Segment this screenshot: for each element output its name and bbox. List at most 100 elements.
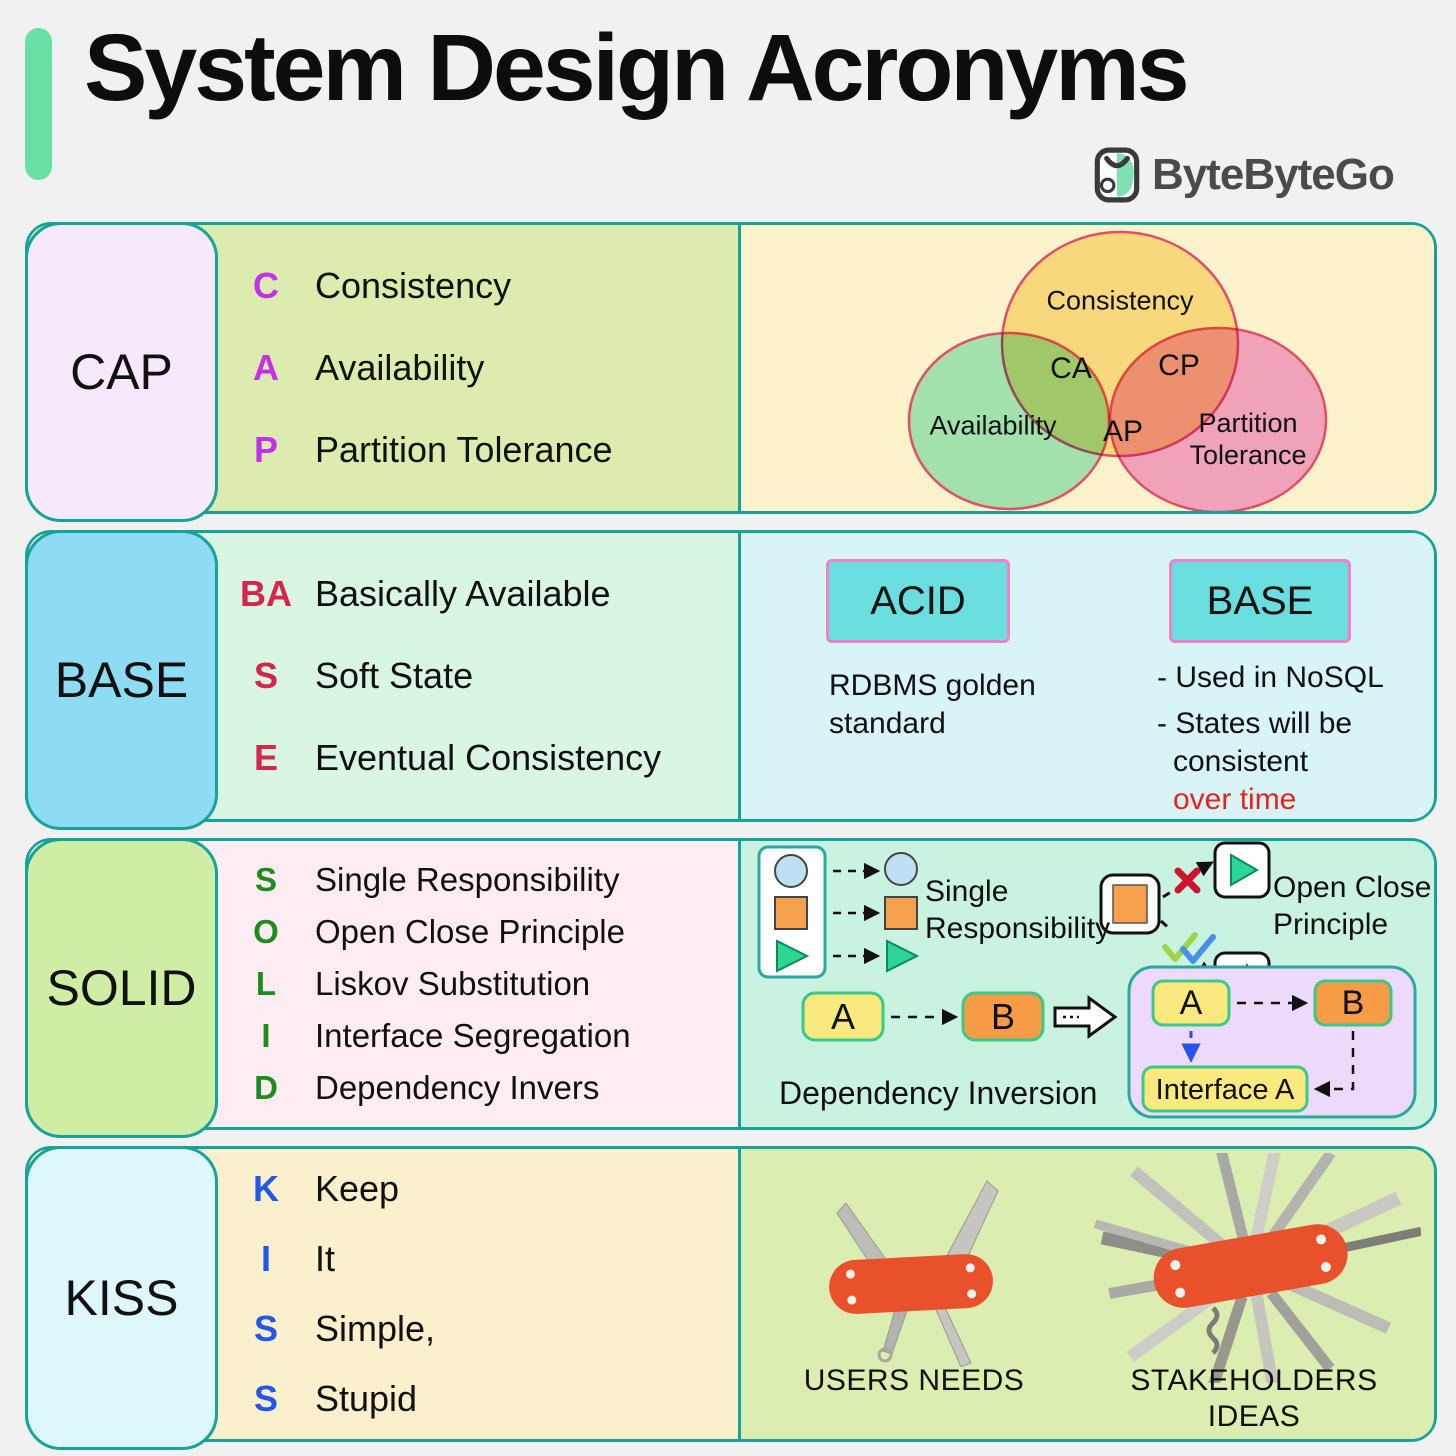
box-b2-label: B xyxy=(1342,984,1365,1022)
base-note-1: - Used in NoSQL xyxy=(1157,661,1384,694)
acronym-word: Availability xyxy=(315,347,485,388)
acronym-word: Simple, xyxy=(315,1308,436,1349)
box-b2 xyxy=(1313,979,1393,1027)
box-a2 xyxy=(1151,979,1231,1027)
acronym-word: Keep xyxy=(315,1168,400,1209)
over-time-highlight: over time xyxy=(1173,783,1297,816)
venn-partition-circle xyxy=(1108,326,1328,511)
play-icon xyxy=(1230,853,1260,887)
triangle-shape-icon xyxy=(776,939,810,973)
simple-knife-icon xyxy=(829,1180,999,1367)
interface-a-box xyxy=(1141,1065,1309,1113)
acronym-word: Stupid xyxy=(315,1378,418,1419)
open-close-label: Open Close Principle xyxy=(1273,871,1432,941)
solid-acronym: SOLID xyxy=(46,960,197,1016)
brand-logo: ByteByteGo xyxy=(1092,146,1395,204)
double-check-icon xyxy=(1162,932,1216,964)
implies-arrow-icon xyxy=(1053,995,1118,1039)
definition-line: L Liskov Substitution xyxy=(233,965,738,1003)
single-responsibility-label: Single Responsibility xyxy=(925,875,1111,945)
base-card: BASE xyxy=(25,530,218,830)
acronym-word: Eventual Consistency xyxy=(315,737,662,778)
stakeholders-ideas-caption: STAKEHOLDERS IDEAS xyxy=(1130,1364,1378,1433)
square-shape-icon xyxy=(774,896,808,930)
acronym-word: Single Responsibility xyxy=(315,861,620,898)
kiss-card: KISS xyxy=(25,1146,218,1450)
page-title: System Design Acronyms xyxy=(84,15,1190,121)
acronym-letter: C xyxy=(253,265,279,306)
acronym-letter: S xyxy=(253,1378,278,1419)
definition-line: S Soft State xyxy=(233,655,738,697)
base-comparison-panel: ACID BASE RDBMS golden standard - Used i… xyxy=(738,533,1434,819)
acronym-letter: O xyxy=(253,913,279,950)
acronym-letter: S xyxy=(254,861,277,898)
acronym-letter: BA xyxy=(240,573,292,614)
circle-shape-icon xyxy=(884,852,918,886)
users-needs-caption: USERS NEEDS xyxy=(803,1364,1025,1397)
corkscrew-detail xyxy=(1206,1306,1220,1355)
acronym-letter: D xyxy=(254,1069,278,1106)
triangle-shape-icon xyxy=(886,939,920,973)
definition-line: I It xyxy=(233,1238,738,1280)
acronym-word: Dependency Invers xyxy=(315,1069,600,1106)
solid-card: SOLID xyxy=(25,838,218,1138)
definition-line: O Open Close Principle xyxy=(233,913,738,951)
solid-diagram-svg: A B A B Interface A xyxy=(757,841,1417,1119)
definition-line: A Availability xyxy=(233,347,738,389)
venn-label-partition-tolerance: Partition Tolerance xyxy=(1189,408,1307,470)
base-note-2: - States will be consistent over time xyxy=(1157,705,1352,819)
kiss-row: K Keep I It S Simple, S Stupid xyxy=(25,1146,1437,1450)
square-shape-icon xyxy=(1112,884,1148,924)
acronym-word: Open Close Principle xyxy=(315,913,625,950)
kiss-acronym: KISS xyxy=(64,1270,179,1326)
cap-row: C Consistency A Availability P Partition… xyxy=(25,222,1437,522)
box-b xyxy=(961,991,1045,1042)
acronym-letter: A xyxy=(253,347,279,388)
dependency-inversion-label: Dependency Inversion xyxy=(779,1075,1098,1111)
definition-line: E Eventual Consistency xyxy=(233,737,738,779)
base-acronym: BASE xyxy=(54,652,189,708)
bytebytego-icon xyxy=(1094,147,1140,203)
kiss-illustration-panel: USERS NEEDS STAKEHOLDERS IDEAS xyxy=(738,1149,1434,1439)
solid-diagrams-panel: A B A B Interface A xyxy=(738,841,1434,1127)
red-x-icon xyxy=(1174,867,1201,894)
definition-line: BA Basically Available xyxy=(233,573,738,615)
venn-label-ca: CA xyxy=(1050,352,1092,385)
base-row: BA Basically Available S Soft State E Ev… xyxy=(25,530,1437,830)
acronym-word: It xyxy=(315,1238,336,1279)
icon-beak xyxy=(1104,155,1130,169)
brand-name: ByteByteGo xyxy=(1152,150,1395,199)
venn-label-availability: Availability xyxy=(929,410,1057,441)
acronym-word: Soft State xyxy=(315,655,474,696)
interface-a-label: Interface A xyxy=(1156,1074,1295,1106)
acronym-letter: I xyxy=(261,1017,271,1054)
venn-diagram xyxy=(907,230,1328,511)
icon-eye xyxy=(1099,177,1116,194)
definition-line: K Keep xyxy=(233,1168,738,1210)
acronym-word: Consistency xyxy=(315,265,512,306)
cap-acronym: CAP xyxy=(70,344,173,400)
definition-line: S Single Responsibility xyxy=(233,861,738,899)
base-box: BASE xyxy=(1169,559,1351,643)
cap-card: CAP xyxy=(25,222,218,522)
definition-line: D Dependency Invers xyxy=(233,1069,738,1107)
definition-line: I Interface Segregation xyxy=(233,1017,738,1055)
definition-line: C Consistency xyxy=(233,265,738,307)
circle-shape-icon xyxy=(774,854,808,888)
cap-venn-panel: Consistency CA CP Availability AP Partit… xyxy=(738,225,1434,511)
accent-bar xyxy=(25,28,52,180)
acronym-word: Liskov Substitution xyxy=(315,965,591,1002)
single-responsibility-diagram xyxy=(757,845,920,979)
acronym-letter: L xyxy=(255,965,277,1002)
venn-label-ap: AP xyxy=(1102,415,1144,448)
square-shape-icon xyxy=(884,896,918,930)
box-a2-label: A xyxy=(1180,984,1203,1022)
acronym-letter: I xyxy=(260,1238,271,1279)
acronym-letter: S xyxy=(253,1308,278,1349)
box-a-label: A xyxy=(831,996,855,1037)
acronym-word: Basically Available xyxy=(315,573,611,614)
acronym-letter: E xyxy=(253,737,278,778)
venn-label-consistency: Consistency xyxy=(1046,285,1194,316)
acronym-word: Interface Segregation xyxy=(315,1017,631,1054)
